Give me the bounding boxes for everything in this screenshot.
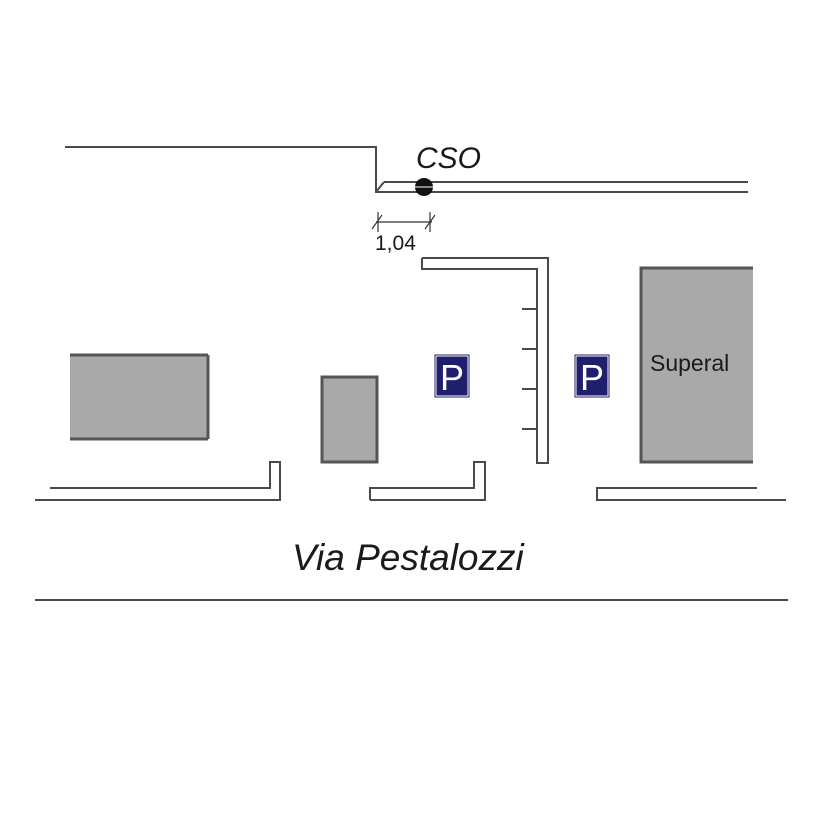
building-left (70, 355, 208, 439)
parking-sign-icon: P (573, 353, 611, 399)
parking-divider (421, 257, 549, 464)
upper-boundary (65, 146, 748, 193)
cso-marker-icon (415, 178, 433, 196)
distance-label: 1,04 (375, 232, 416, 255)
parking-sign-icon: P (433, 353, 471, 399)
parking-label-1: P (440, 357, 464, 398)
building-superal (639, 266, 753, 464)
store-label: Superal (650, 350, 729, 376)
street-label: Via Pestalozzi (292, 537, 525, 578)
curbs (35, 461, 786, 501)
parking-label-2: P (580, 357, 604, 398)
building-middle (320, 375, 379, 464)
dimension-line (371, 212, 436, 232)
cso-label: CSO (416, 142, 481, 175)
